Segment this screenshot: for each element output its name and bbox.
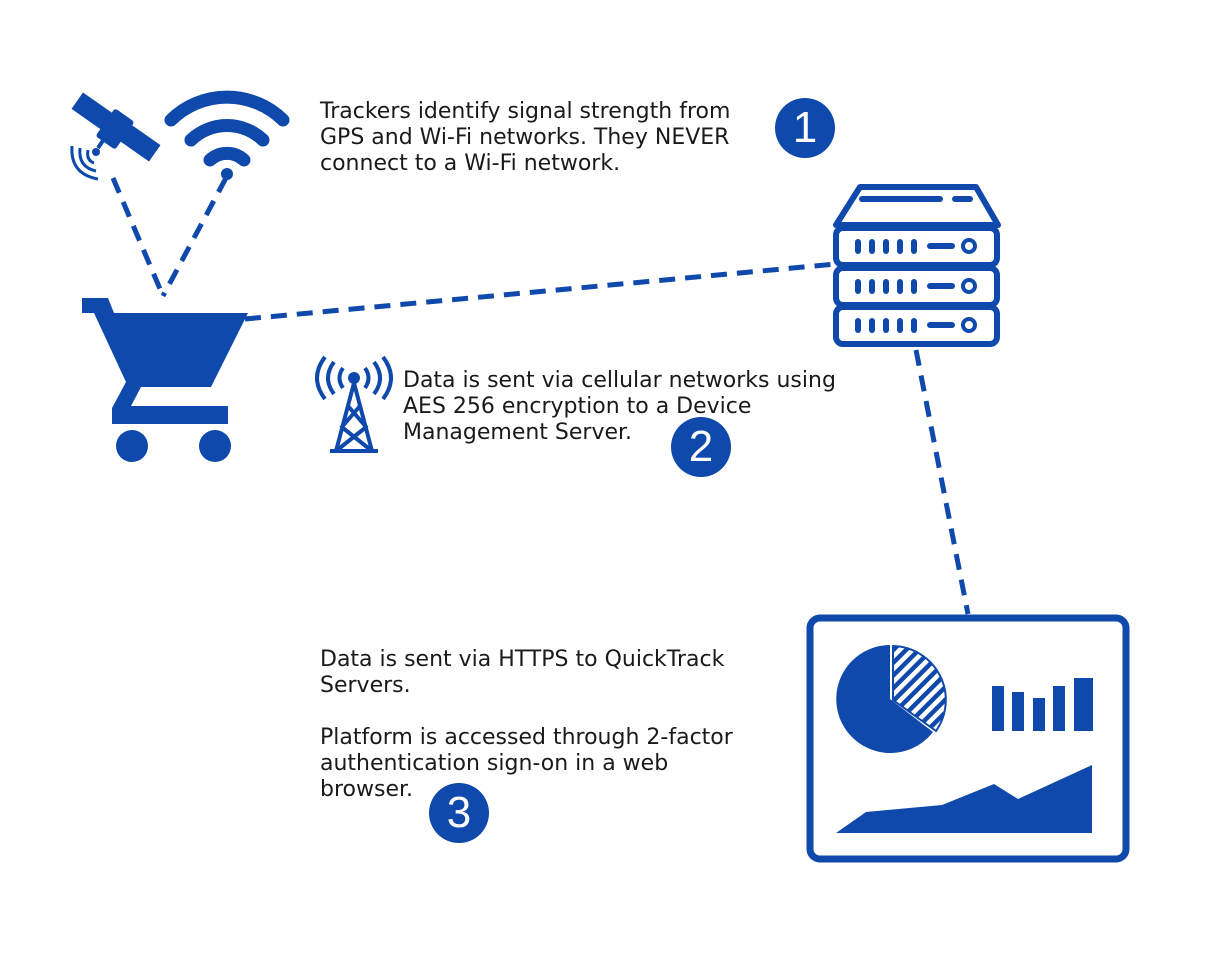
step-1-line-1: Trackers identify signal strength from (320, 99, 731, 124)
connectors (110, 176, 971, 615)
satellite-icon (70, 92, 161, 181)
server-unit-3-leds (855, 318, 955, 333)
step-1-badge: 1 (775, 98, 835, 158)
step-1-line-2: GPS and Wi-Fi networks. They NEVER (320, 125, 730, 150)
step-3-caption: Data is sent via HTTPS to QuickTrack Ser… (320, 647, 733, 803)
dashboard-monitor-icon (806, 614, 1130, 863)
connector-wifi-cart (160, 176, 229, 298)
step-2-line-1: Data is sent via cellular networks using (403, 368, 836, 393)
step-1-line-3: connect to a Wi-Fi network. (320, 151, 621, 176)
connector-cart-server (244, 261, 837, 322)
connector-server-dashboard (913, 349, 971, 615)
wifi-icon (164, 90, 290, 180)
server-unit-2-leds (855, 279, 955, 294)
connector-satellite-cart (110, 177, 166, 297)
step-3-para-1-line-2: Servers. (320, 673, 411, 698)
bar-chart-icon (992, 678, 1093, 731)
step-2-caption: Data is sent via cellular networks using… (403, 368, 836, 446)
step-3-para-2-line-1: Platform is accessed through 2-factor (320, 725, 733, 750)
server-rack-icon (833, 184, 1001, 347)
step-1-caption: Trackers identify signal strength from G… (320, 99, 730, 177)
pie-chart-icon (836, 644, 947, 753)
step-3-para-2-line-2: authentication sign-on in a web (320, 751, 669, 776)
step-3-para-1-line-1: Data is sent via HTTPS to QuickTrack (320, 647, 725, 672)
step-2-badge: 2 (671, 417, 731, 477)
step-2-line-2: AES 256 encryption to a Device (403, 394, 752, 419)
step-3-spacer (320, 699, 733, 725)
cell-tower-icon (315, 355, 393, 453)
shopping-cart-icon (82, 298, 248, 462)
step-2-line-3: Management Server. (403, 420, 633, 445)
server-unit-1-leds (855, 239, 955, 254)
step-3-para-2-line-3: browser. (320, 777, 413, 802)
step-3-badge: 3 (429, 783, 489, 843)
area-chart-icon (836, 765, 1092, 833)
